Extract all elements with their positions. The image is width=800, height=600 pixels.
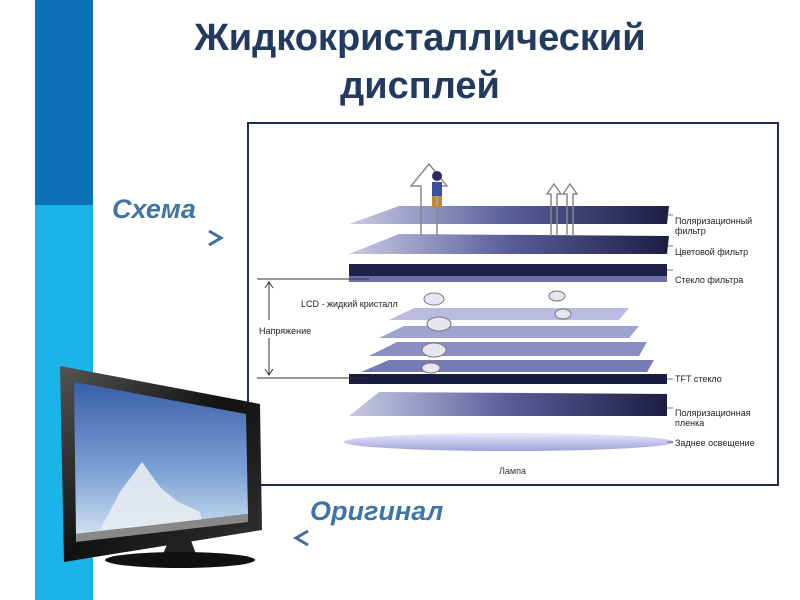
arrow-right-icon <box>87 229 224 247</box>
title-line-1: Жидкокристаллический <box>194 17 646 59</box>
tv-stand <box>162 538 196 556</box>
arrow-left-icon <box>293 529 484 547</box>
layer-label-filter-glass: Стекло фильтра <box>675 275 744 285</box>
lcd-label: LCD - жидкий кристалл <box>299 299 400 309</box>
tft-glass-plate <box>349 374 667 384</box>
layer-label-polarizer-filter: Поляризационный фильтр <box>675 216 753 236</box>
title-line-2: дисплей <box>340 65 500 107</box>
decor-bar-top <box>35 0 93 205</box>
crystal-spirals <box>421 290 572 374</box>
lcd-scheme-diagram: Поляризационный фильтр Цветовой фильтр С… <box>247 122 779 486</box>
label-leaders <box>667 214 673 443</box>
layer-label-tft-glass: TFT стекло <box>675 374 722 384</box>
lamp-label: Лампа <box>499 466 526 476</box>
filter-glass-plate <box>349 264 667 276</box>
original-label: Оригинал <box>310 496 444 526</box>
tv-screen <box>74 382 248 534</box>
liquid-crystal-layers <box>361 308 654 372</box>
page-title: Жидкокристаллический дисплей <box>150 14 690 110</box>
lcd-layers-illustration <box>257 162 674 451</box>
layer-label-polarizer-film: Поляризационная пленка <box>675 408 751 428</box>
scheme-label: Схема <box>112 194 196 224</box>
layer-label-backlight: Заднее освещение <box>675 438 755 448</box>
polarizer-film-plate <box>349 392 667 416</box>
person-icon <box>432 171 442 208</box>
lcd-tv-photo <box>60 366 262 568</box>
backlight-glow <box>344 433 674 451</box>
voltage-bracket <box>257 278 369 379</box>
color-filter-plate <box>349 234 669 254</box>
layer-label-color-filter: Цветовой фильтр <box>675 247 749 257</box>
polarizer-filter-plate <box>349 206 669 224</box>
voltage-label: Напряжение <box>259 326 312 336</box>
